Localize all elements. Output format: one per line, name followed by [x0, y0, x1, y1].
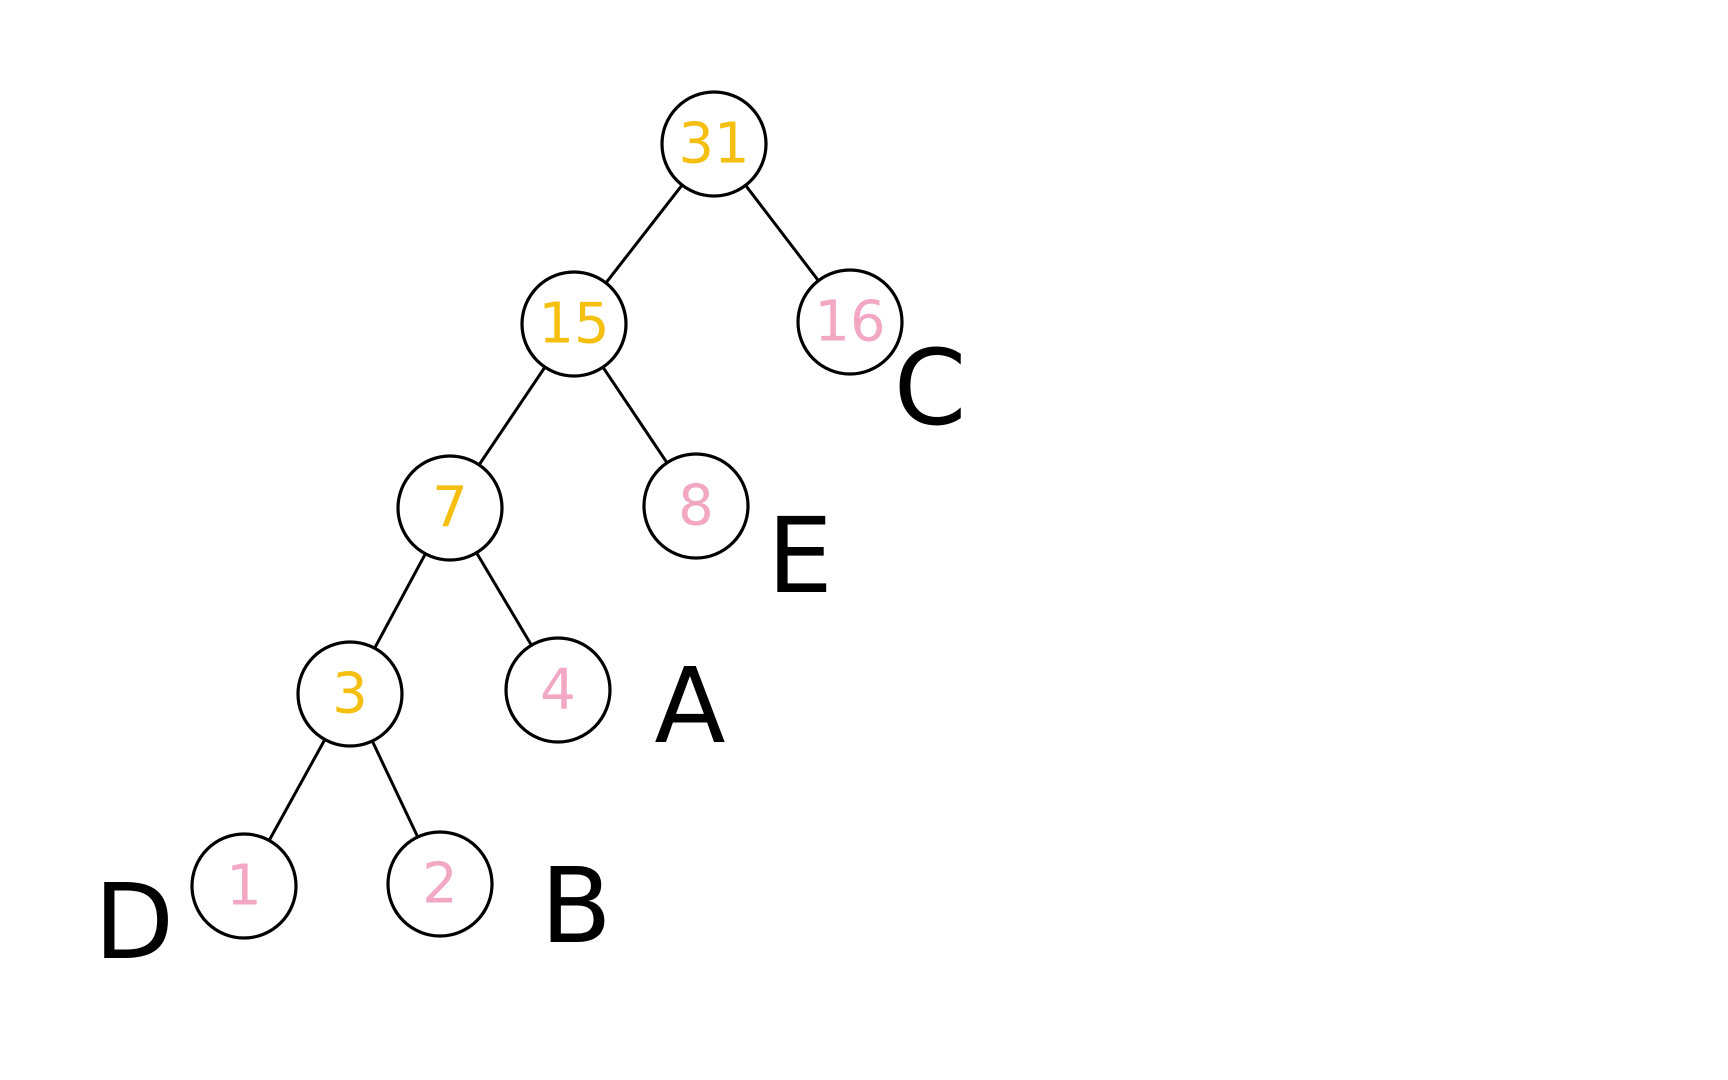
tree-node-4: 4	[504, 636, 612, 744]
leaf-label-D: D	[94, 861, 174, 983]
leaf-label-B: B	[540, 845, 611, 967]
tree-edge-n31-n16	[744, 183, 820, 283]
node-value: 7	[432, 476, 468, 541]
tree-edge-n3-n2	[370, 739, 420, 839]
node-value: 8	[678, 474, 714, 539]
tree-node-16: 16	[796, 268, 904, 376]
node-circle	[190, 832, 298, 940]
node-circle	[386, 830, 494, 938]
node-circle	[796, 268, 904, 376]
tree-edge-n7-n4	[475, 551, 533, 647]
tree-nodes: 31 15 16 7 8 3 4 1 2	[190, 90, 904, 940]
tree-edges	[267, 183, 820, 842]
tree-node-1: 1	[190, 832, 298, 940]
tree-node-7: 7	[396, 454, 504, 562]
node-circle	[504, 636, 612, 744]
node-value: 2	[422, 852, 458, 917]
tree-node-8: 8	[642, 452, 750, 560]
tree-node-2: 2	[386, 830, 494, 938]
tree-node-3: 3	[296, 640, 404, 748]
tree-edge-n3-n1	[267, 738, 327, 842]
tree-edge-n15-n8	[601, 365, 669, 465]
node-value: 3	[332, 662, 368, 727]
node-circle	[642, 452, 750, 560]
node-circle	[660, 90, 768, 198]
node-circle	[520, 270, 628, 378]
tree-edge-n7-n3	[373, 552, 427, 650]
node-circle	[296, 640, 404, 748]
tree-edge-n31-n15	[604, 183, 684, 285]
tree-edge-n15-n7	[477, 365, 547, 467]
tree-node-31: 31	[660, 90, 768, 198]
node-value: 4	[540, 658, 576, 723]
leaf-label-C: C	[894, 327, 967, 449]
node-circle	[396, 454, 504, 562]
leaf-labels: CEA D B	[94, 327, 966, 983]
node-value: 16	[814, 290, 885, 355]
node-value: 1	[226, 854, 262, 919]
leaf-label-A: A	[654, 645, 725, 767]
node-value: 15	[538, 292, 609, 357]
node-value: 31	[678, 112, 749, 177]
tree-node-15: 15	[520, 270, 628, 378]
leaf-label-E: E	[767, 495, 833, 617]
